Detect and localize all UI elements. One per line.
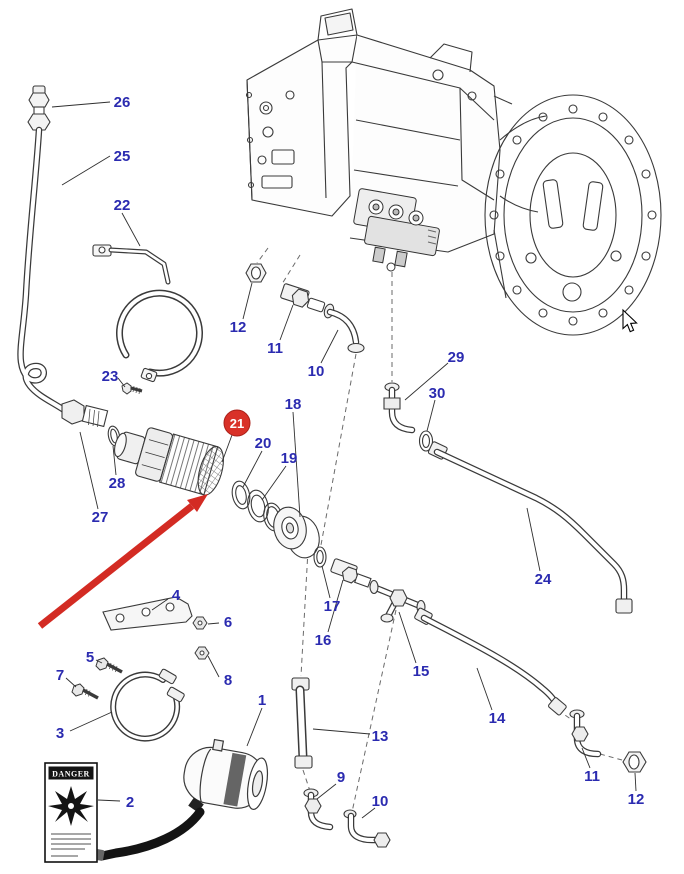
callout-11-upper[interactable]: 11 bbox=[267, 340, 283, 357]
elbow-9 bbox=[303, 788, 334, 831]
callout-27[interactable]: 27 bbox=[92, 509, 109, 526]
pipe-14 bbox=[414, 607, 567, 716]
callout-17[interactable]: 17 bbox=[324, 598, 341, 615]
callout-16[interactable]: 16 bbox=[315, 632, 332, 649]
callout-20[interactable]: 20 bbox=[255, 435, 272, 452]
callout-13[interactable]: 13 bbox=[372, 728, 389, 745]
filter-end-cap-18 bbox=[273, 506, 320, 559]
callout-10-upper[interactable]: 10 bbox=[308, 363, 325, 380]
danger-label-fineprint bbox=[51, 833, 91, 857]
callout-30[interactable]: 30 bbox=[429, 385, 446, 402]
hose-line bbox=[97, 807, 205, 861]
callout-11-lower[interactable]: 11 bbox=[584, 768, 600, 785]
callout-9[interactable]: 9 bbox=[337, 769, 345, 786]
callout-12-lower[interactable]: 12 bbox=[628, 791, 645, 808]
danger-label-2: DANGER bbox=[44, 762, 98, 863]
callout-4[interactable]: 4 bbox=[172, 587, 181, 604]
elbow-11-lower bbox=[569, 709, 602, 758]
seal-17 bbox=[313, 546, 327, 568]
bracket-22 bbox=[92, 244, 203, 383]
callout-26[interactable]: 26 bbox=[114, 94, 131, 111]
screw-7 bbox=[71, 683, 99, 700]
tee-15 bbox=[369, 579, 426, 623]
callout-8[interactable]: 8 bbox=[224, 672, 232, 689]
fitting-27 bbox=[61, 399, 109, 428]
nut-12-lower bbox=[622, 751, 647, 773]
oring-30 bbox=[418, 430, 434, 452]
clamp-3 bbox=[110, 668, 185, 742]
filter-element-21 bbox=[114, 427, 224, 496]
callout-22[interactable]: 22 bbox=[114, 197, 131, 214]
elbow-29 bbox=[383, 382, 416, 434]
callout-24[interactable]: 24 bbox=[535, 571, 552, 588]
callout-15[interactable]: 15 bbox=[413, 663, 430, 680]
callout-1[interactable]: 1 bbox=[258, 692, 266, 709]
accumulator-1 bbox=[89, 738, 269, 861]
elbow-10-lower bbox=[343, 809, 391, 848]
pipe-24 bbox=[427, 441, 633, 614]
screw-23 bbox=[121, 382, 143, 395]
highlight-arrow bbox=[37, 494, 208, 629]
elbow-10-upper bbox=[323, 303, 365, 354]
leader-lines bbox=[51, 101, 637, 819]
hose-13 bbox=[291, 677, 313, 769]
callout-28[interactable]: 28 bbox=[109, 475, 126, 492]
callout-2[interactable]: 2 bbox=[126, 794, 134, 811]
callout-12-upper[interactable]: 12 bbox=[230, 319, 247, 336]
callout-5[interactable]: 5 bbox=[86, 649, 94, 666]
callout-21-highlighted[interactable]: 21 bbox=[223, 409, 251, 437]
fitting-26 bbox=[27, 85, 51, 131]
callout-10-lower[interactable]: 10 bbox=[372, 793, 389, 810]
callout-18[interactable]: 18 bbox=[285, 396, 302, 413]
callout-19[interactable]: 19 bbox=[281, 450, 298, 467]
bracket-4 bbox=[102, 596, 193, 631]
transmission-housing bbox=[245, 8, 662, 336]
screw-5 bbox=[95, 657, 123, 674]
callout-3[interactable]: 3 bbox=[56, 725, 64, 742]
callout-labels: 26 25 22 23 12 11 10 29 30 18 20 19 28 2… bbox=[56, 94, 645, 811]
callout-14[interactable]: 14 bbox=[489, 710, 506, 727]
callout-25[interactable]: 25 bbox=[114, 148, 131, 165]
nut-12-upper bbox=[245, 263, 267, 283]
centerlines bbox=[256, 247, 623, 813]
bell-housing-bolt-holes bbox=[489, 104, 657, 326]
fitting-11-upper bbox=[280, 283, 326, 313]
callout-23[interactable]: 23 bbox=[102, 368, 119, 385]
fitting-16 bbox=[330, 558, 372, 588]
oring-20 bbox=[231, 480, 251, 510]
pipe-25 bbox=[17, 126, 68, 414]
callout-6[interactable]: 6 bbox=[224, 614, 232, 631]
danger-label-title: DANGER bbox=[52, 770, 90, 779]
mouse-cursor-icon bbox=[622, 308, 638, 333]
nut-8 bbox=[194, 646, 210, 660]
callout-7[interactable]: 7 bbox=[56, 667, 64, 684]
hydraulic-valve-block bbox=[353, 188, 440, 272]
callout-21-label: 21 bbox=[230, 416, 244, 431]
nut-6 bbox=[192, 616, 208, 630]
seal-rings-19-20 bbox=[231, 480, 283, 532]
callout-29[interactable]: 29 bbox=[448, 349, 465, 366]
